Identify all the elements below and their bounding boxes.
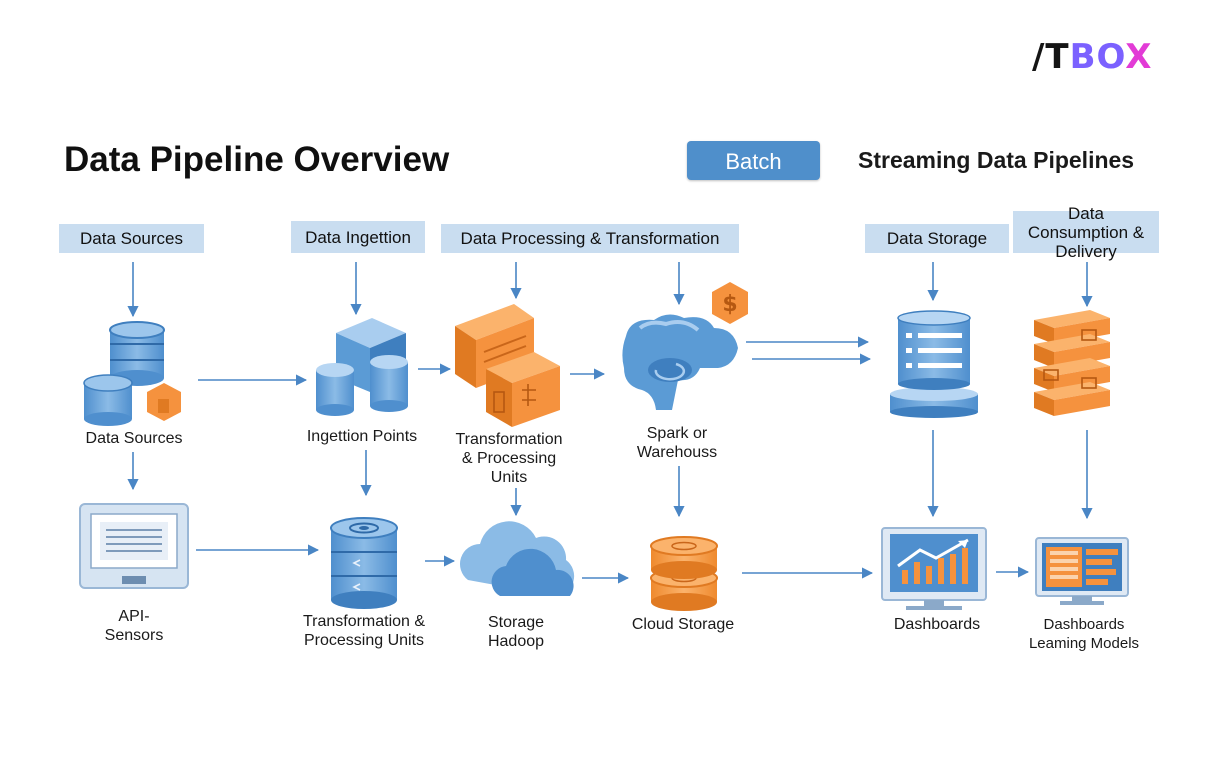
transformation-units-bottom-icon bbox=[330, 517, 398, 609]
consumption-stack-icon bbox=[1034, 310, 1110, 416]
storage-hadoop-icon bbox=[460, 521, 575, 596]
node-label-cloud-storage: Cloud Storage bbox=[631, 616, 735, 633]
learning-models-monitor-icon bbox=[1035, 537, 1129, 605]
itbox-logo: /TBOX bbox=[1032, 37, 1153, 77]
stage-header-ingestion: Data Ingettion bbox=[291, 221, 425, 253]
spark-warehouse-icon bbox=[622, 314, 738, 410]
stage-header-processing: Data Processing & Transformation bbox=[441, 224, 739, 253]
node-label-transformation-units-bottom: Transformation & Processing Units bbox=[302, 613, 426, 649]
data-sources-icon bbox=[83, 321, 181, 426]
node-label-transformation-units-top: Transformation & Processing Units bbox=[455, 431, 563, 486]
node-label-spark-warehouse: Spark or Warehouss bbox=[636, 425, 718, 461]
svg-text:$: $ bbox=[722, 292, 737, 317]
api-sensors-icon bbox=[79, 503, 189, 589]
node-label-api-sensors: API- Sensors bbox=[104, 608, 164, 644]
data-storage-server-icon bbox=[890, 310, 978, 418]
cloud-storage-icon bbox=[650, 536, 718, 611]
page-title: Data Pipeline Overview bbox=[64, 140, 450, 179]
stage-header-consumption: Data Consumption & Delivery bbox=[1013, 204, 1159, 261]
node-label-data-sources: Data Sources bbox=[85, 430, 183, 447]
streaming-label: Streaming Data Pipelines bbox=[858, 147, 1135, 173]
transformation-units-top-icon bbox=[455, 304, 560, 427]
node-label-dashboards-learning-models: Dashboards Leaming Models bbox=[1028, 616, 1140, 652]
node-label-ingestion-points: Ingettion Points bbox=[306, 428, 418, 445]
dollar-badge-icon: $ bbox=[712, 282, 748, 324]
batch-button[interactable]: Batch bbox=[687, 141, 820, 180]
arrow-connectors bbox=[127, 262, 1093, 584]
node-label-dashboards: Dashboards bbox=[893, 616, 981, 633]
ingestion-points-icon bbox=[316, 318, 408, 416]
dashboards-monitor-icon bbox=[881, 527, 987, 610]
stage-header-sources: Data Sources bbox=[59, 224, 204, 253]
stage-header-storage: Data Storage bbox=[865, 224, 1009, 253]
node-label-storage-hadoop: Storage Hadoop bbox=[487, 614, 545, 650]
